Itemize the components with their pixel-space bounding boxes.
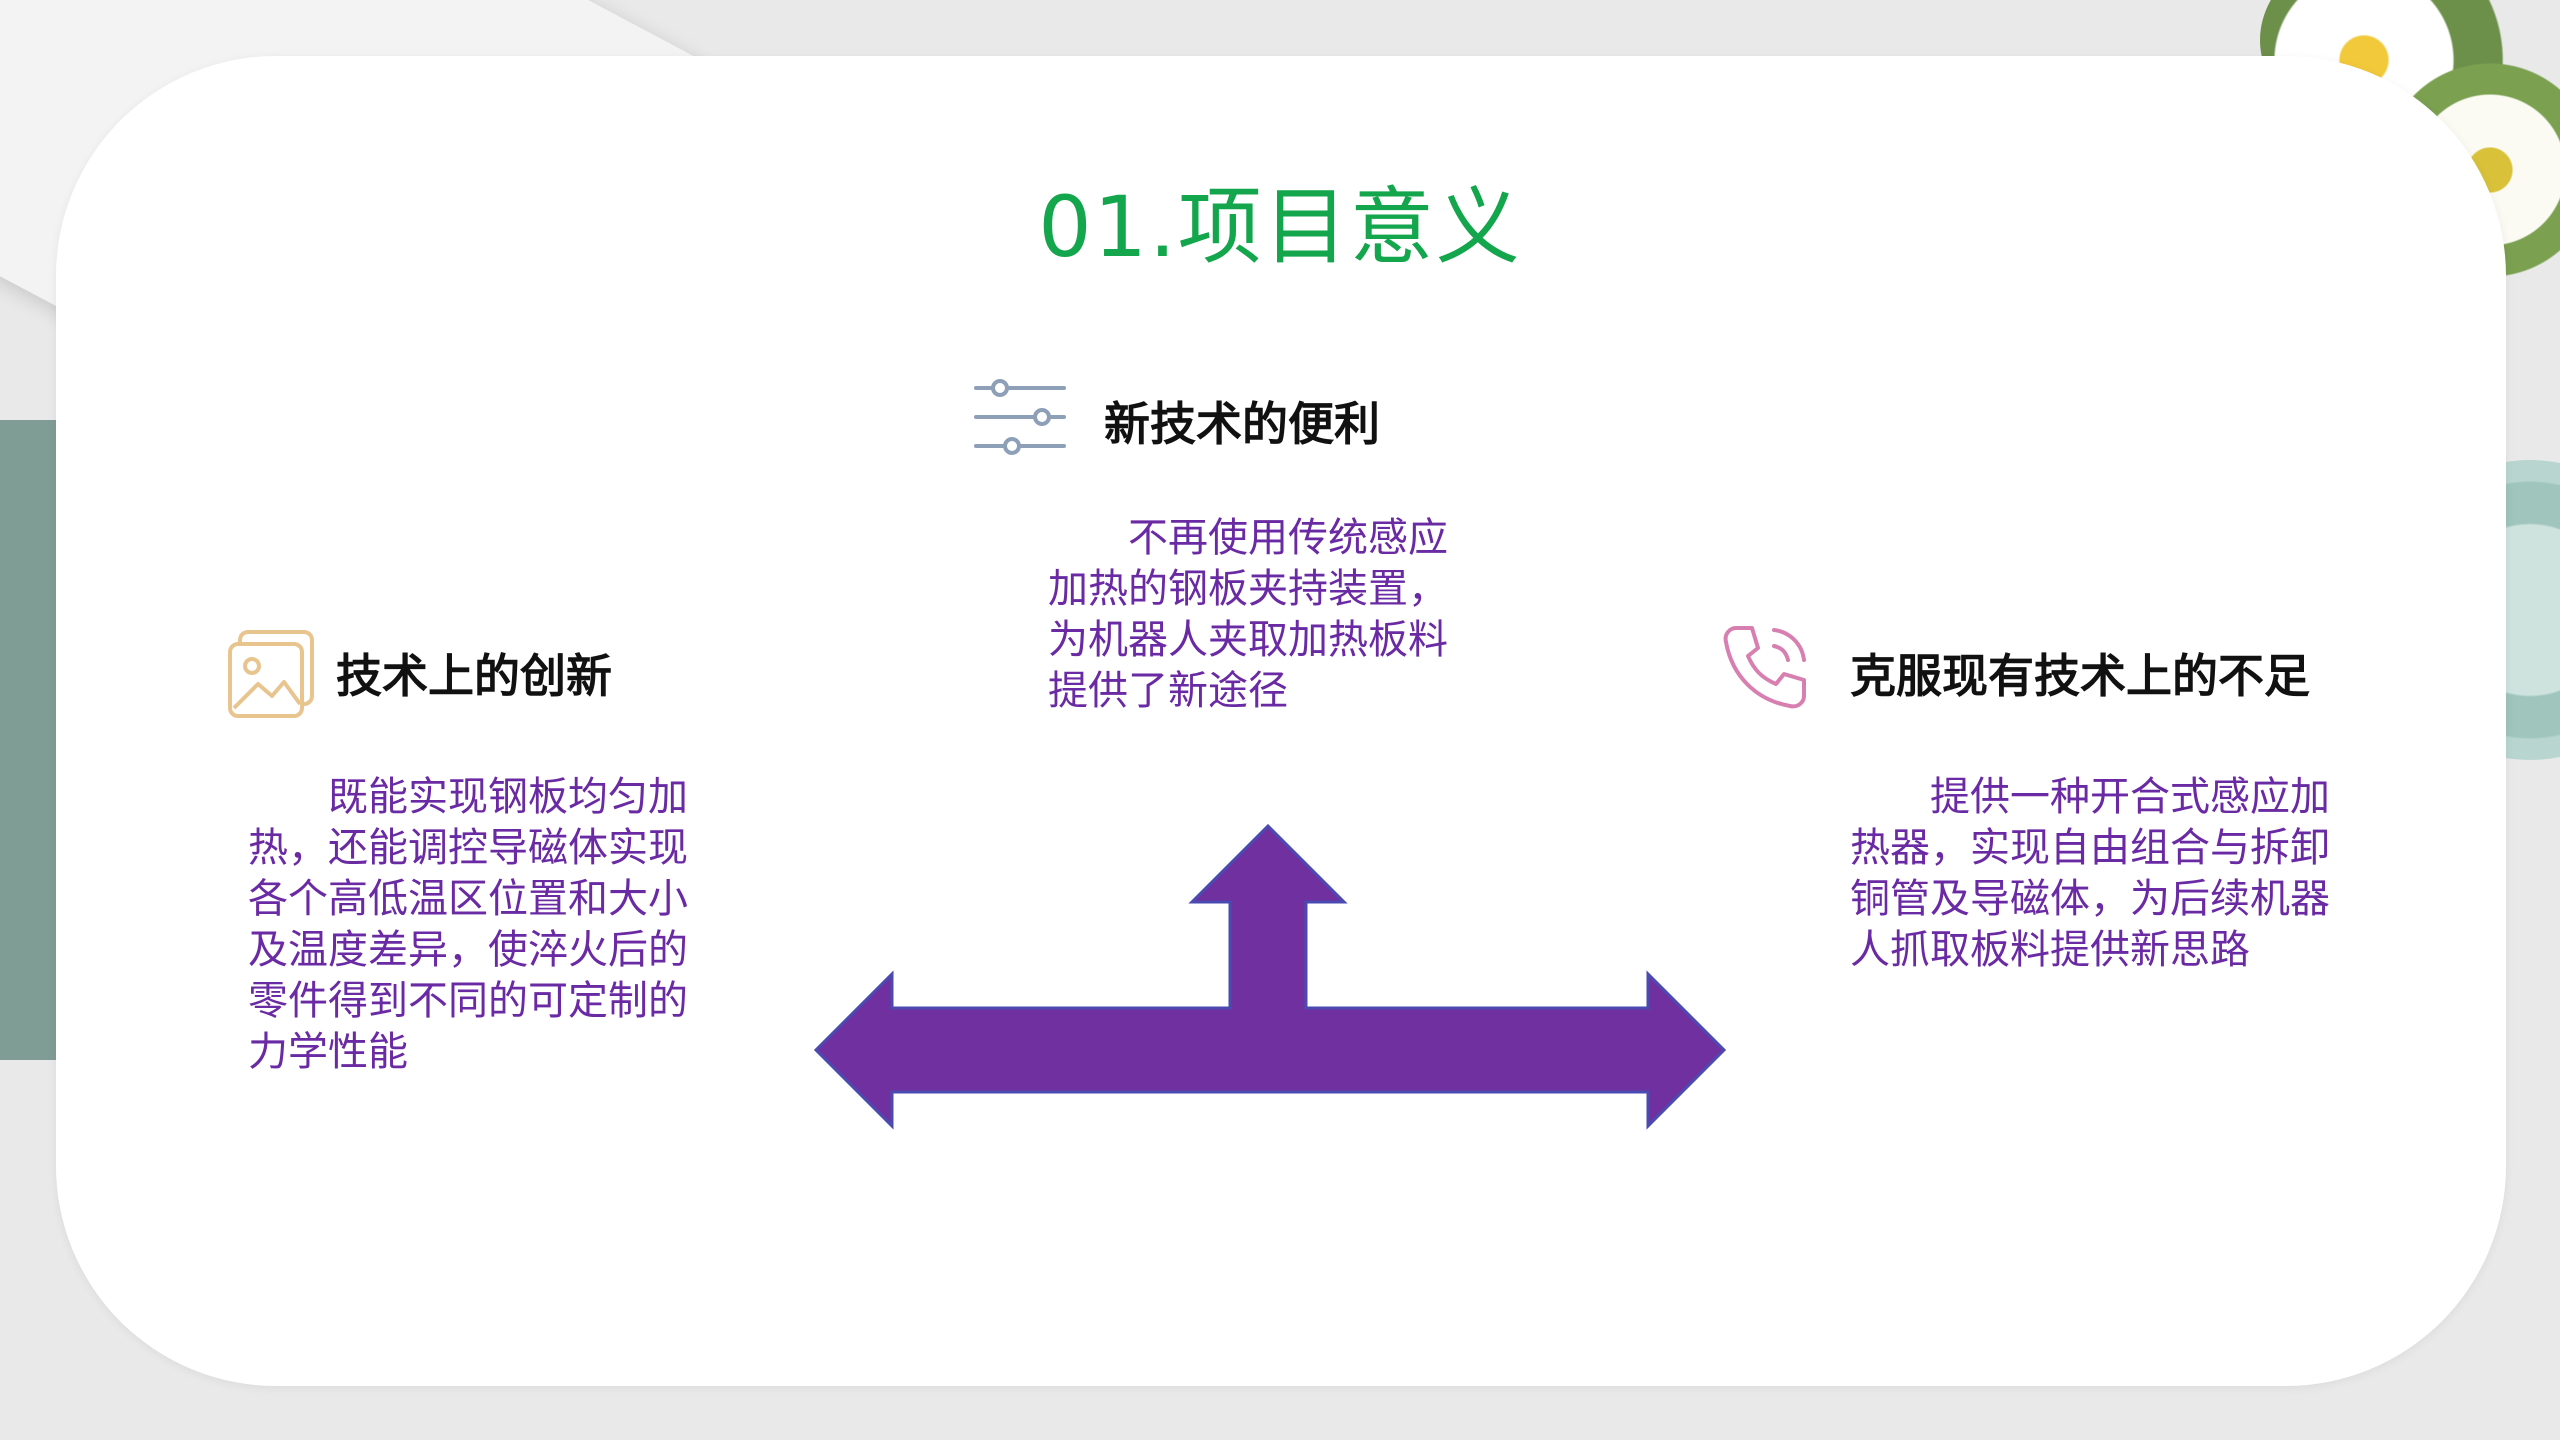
page-title: 01.项目意义 <box>1038 178 1522 276</box>
content-card <box>56 56 2506 1386</box>
center-body: 不再使用传统感应加热的钢板夹持装置，为机器人夹取加热板料提供了新途径 <box>1048 515 1448 714</box>
t-shaped-arrow <box>813 823 1727 1130</box>
arrow-shape <box>813 823 1727 1130</box>
phone-icon <box>1723 626 1806 709</box>
image-icon <box>228 630 314 718</box>
right-heading: 克服现有技术上的不足 <box>1850 649 2310 703</box>
left-heading: 技术上的创新 <box>336 649 612 703</box>
sliders-icon <box>974 379 1066 455</box>
left-body: 既能实现钢板均匀加热，还能调控导磁体实现各个高低温区位置和大小及温度差异，使淬火… <box>248 774 688 1075</box>
right-body: 提供一种开合式感应加热器，实现自由组合与拆卸铜管及导磁体，为后续机器人抓取板料提… <box>1850 774 2330 973</box>
center-heading: 新技术的便利 <box>1104 397 1380 451</box>
